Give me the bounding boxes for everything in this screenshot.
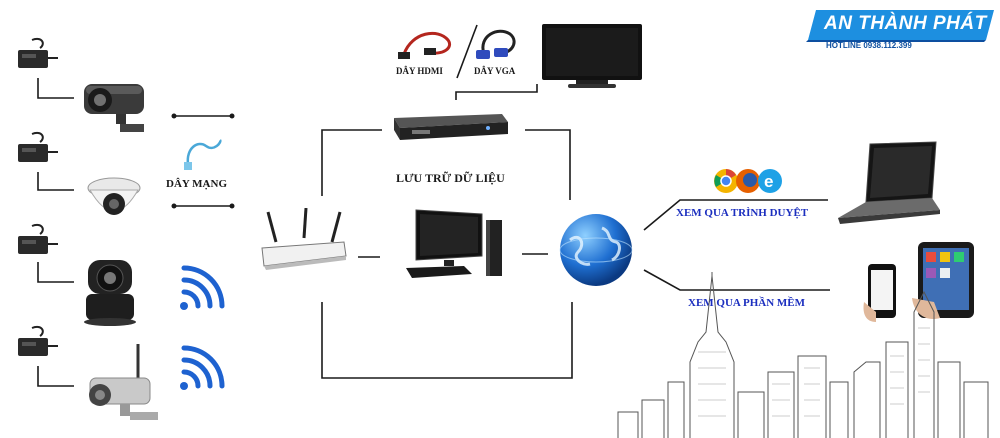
hdmi-cable-icon — [398, 31, 451, 59]
desktop-computer-icon — [406, 209, 502, 278]
outdoor-camera-icon — [89, 344, 158, 420]
brand-hotline: HOTLINE 0938.112.399 — [826, 41, 912, 50]
brand-name: AN THÀNH PHÁT — [824, 13, 987, 34]
hdmi-cable-label: DÂY HDMI — [396, 66, 443, 76]
view-software-label: XEM QUA PHẦN MỀM — [688, 297, 806, 309]
power-adapter-icon — [18, 224, 58, 254]
smartphone-icon — [863, 264, 896, 322]
svg-text:e: e — [764, 172, 773, 191]
power-adapter-icon — [18, 38, 58, 68]
brand-banner-icon — [806, 10, 994, 42]
browser-logos-icon: e — [714, 169, 782, 193]
globe-icon — [559, 214, 633, 286]
dome-camera-icon — [87, 177, 141, 215]
monitor-icon — [542, 24, 642, 88]
wifi-icon — [180, 345, 225, 390]
ptz-camera-icon — [84, 260, 136, 326]
brand-logo: AN THÀNH PHÁT HOTLINE 0938.112.399 — [806, 8, 996, 50]
network-cable-label: DÂY MẠNG — [166, 178, 227, 190]
power-adapter-icon — [18, 326, 58, 356]
laptop-icon — [838, 141, 940, 224]
router-icon — [261, 208, 347, 270]
wifi-icon — [180, 265, 225, 310]
bullet-camera-icon — [84, 84, 144, 132]
power-adapter-icon — [18, 132, 58, 162]
vga-cable-icon — [476, 29, 516, 59]
data-storage-label: LƯU TRỮ DỮ LIỆU — [396, 171, 505, 185]
view-browser-label: XEM QUA TRÌNH DUYỆT — [676, 207, 809, 219]
vga-cable-label: DÂY VGA — [474, 66, 516, 76]
city-skyline-icon — [617, 272, 989, 438]
network-cable-icon — [184, 139, 222, 170]
dvr-recorder-icon — [394, 114, 508, 140]
tablet-icon — [912, 242, 974, 320]
